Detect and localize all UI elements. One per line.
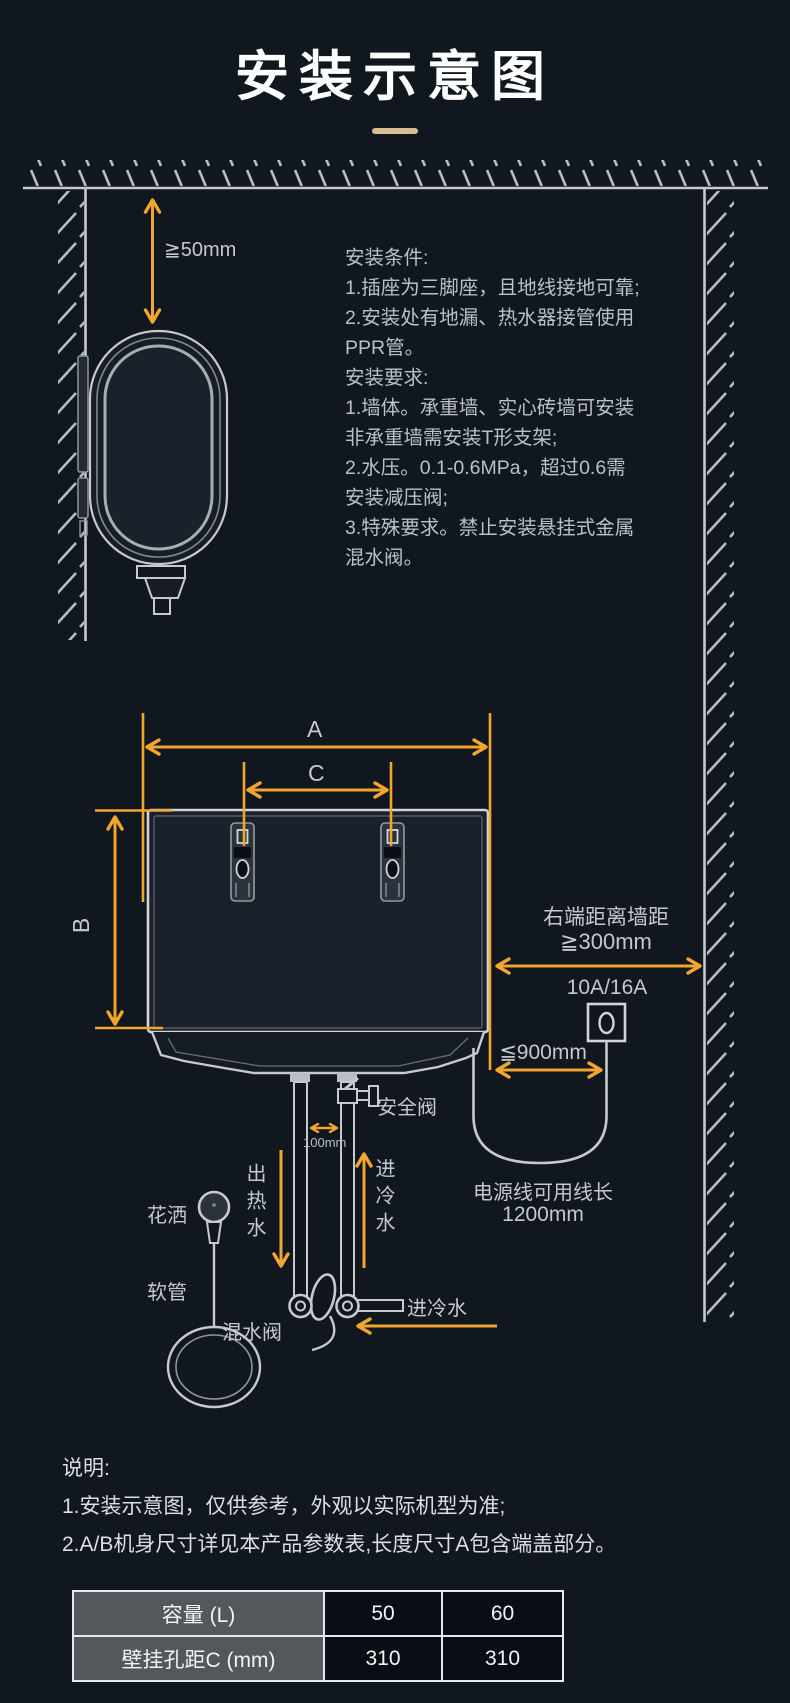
notes-block: 说明: 1.安装示意图，仅供参考，外观以实际机型为准; 2.A/B机身尺寸详见本… xyxy=(62,1450,752,1564)
label-hot-water-out: 出热水 xyxy=(243,1163,265,1244)
heater-front-view xyxy=(146,808,490,1075)
label-shower-hose: 软管 xyxy=(147,1282,187,1304)
label-shower-head: 花洒 xyxy=(147,1205,187,1227)
label-wall-distance-2: ≧300mm xyxy=(560,929,652,954)
label-top-clearance: ≧50mm xyxy=(164,239,237,261)
ceiling-hatch xyxy=(23,160,768,190)
table-row: 壁挂孔距C (mm) 310 310 xyxy=(72,1635,564,1682)
hose-loop xyxy=(166,1325,262,1409)
cold-water-pipe xyxy=(340,1081,355,1297)
label-cold-water-in-vertical: 进冷水 xyxy=(372,1158,394,1239)
wall-bracket-bottom xyxy=(77,477,89,519)
wall-bracket-top xyxy=(77,355,89,473)
dimension-arrows xyxy=(106,198,702,1335)
install-requirements-heading: 安装要求: xyxy=(345,367,429,389)
notes-text: 1.安装示意图，仅供参考，外观以实际机型为准; 2.A/B机身尺寸详见本产品参数… xyxy=(62,1495,617,1556)
safety-valve-icon xyxy=(337,1076,379,1107)
label-dim-a: A xyxy=(307,716,323,742)
spec-label-capacity: 容量 (L) xyxy=(72,1590,325,1637)
label-mixing-valve: 混水阀 xyxy=(222,1322,282,1344)
spec-capacity-value-1: 50 xyxy=(323,1590,443,1637)
label-pipe-gap: 100mm xyxy=(303,1135,347,1150)
mounting-bracket-left xyxy=(230,822,255,902)
mixing-valve-icon xyxy=(288,1273,404,1352)
dimension-extension-lines xyxy=(95,713,492,1070)
label-power-cord-2: 1200mm xyxy=(502,1203,584,1226)
pipe-collar-right xyxy=(337,1073,357,1082)
spec-label-hole-distance: 壁挂孔距C (mm) xyxy=(72,1635,325,1682)
label-socket-distance: ≦900mm xyxy=(499,1041,587,1064)
label-wall-distance-1: 右端距离墙距 xyxy=(543,906,669,929)
mounting-bracket-right xyxy=(380,822,405,902)
gold-divider xyxy=(372,128,418,134)
install-conditions-heading: 安装条件: xyxy=(345,247,429,269)
spec-hole-distance-value-2: 310 xyxy=(441,1635,564,1682)
spec-table: 容量 (L) 50 60 壁挂孔距C (mm) 310 310 xyxy=(72,1590,564,1682)
heater-bottom-rim xyxy=(150,1031,486,1075)
label-safety-valve: 安全阀 xyxy=(377,1097,437,1119)
page-title: 安装示意图 xyxy=(235,47,555,107)
water-pipes xyxy=(290,1073,357,1297)
hot-water-pipe xyxy=(293,1081,308,1297)
install-info-block: 安装条件: 1.插座为三脚座，且地线接地可靠; 2.安装处有地漏、热水器接管使用… xyxy=(345,243,665,573)
notes-heading: 说明: xyxy=(62,1457,110,1480)
label-cold-water-in-horizontal: 进冷水 xyxy=(407,1298,467,1320)
power-socket-icon xyxy=(586,1002,627,1043)
label-dim-b: B xyxy=(68,917,95,934)
shower-head-icon xyxy=(166,1190,262,1409)
install-conditions-text: 1.插座为三脚座，且地线接地可靠; 2.安装处有地漏、热水器接管使用 PPR管。 xyxy=(345,277,640,359)
cold-inlet-pipe xyxy=(356,1299,404,1312)
label-dim-c: C xyxy=(308,760,325,786)
table-row: 容量 (L) 50 60 xyxy=(72,1590,564,1637)
pipe-collar-left xyxy=(290,1073,310,1082)
install-requirements-text: 1.墙体。承重墙、实心砖墙可安装 非承重墙需安装T形支架; 2.水压。0.1-0… xyxy=(345,397,635,569)
side-bottom-fitting xyxy=(136,565,186,579)
spec-hole-distance-value-1: 310 xyxy=(323,1635,443,1682)
power-cord xyxy=(472,1041,608,1165)
label-socket-rating: 10A/16A xyxy=(566,976,648,999)
right-wall-hatch xyxy=(703,188,734,1322)
heater-side-view xyxy=(77,329,229,615)
spec-capacity-value-2: 60 xyxy=(441,1590,564,1637)
label-power-cord-1: 电源线可用线长 xyxy=(473,1182,613,1204)
